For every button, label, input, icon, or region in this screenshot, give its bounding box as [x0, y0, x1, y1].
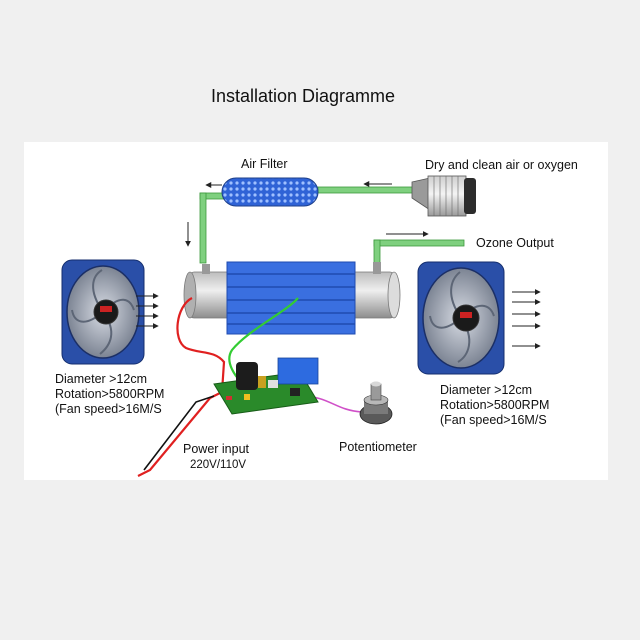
air-source-label: Dry and clean air or oxygen: [425, 158, 578, 172]
spec-line: (Fan speed>16M/S: [440, 413, 547, 427]
left-fan-specs: Diameter >12cm Rotation>5800RPM (Fan spe…: [55, 372, 164, 417]
potentiometer: [359, 381, 393, 425]
wires: [137, 297, 363, 477]
left-fan-airflow-arrows: [136, 293, 159, 329]
spec-line: Diameter >12cm: [440, 383, 533, 397]
air-filter-label: Air Filter: [241, 157, 288, 171]
flow-arrows: [185, 181, 429, 247]
potentiometer-label: Potentiometer: [339, 440, 417, 454]
ozone-tube: [183, 261, 401, 335]
spec-line: (Fan speed>16M/S: [55, 402, 162, 416]
page-title: Installation Diagramme: [210, 86, 396, 106]
spec-line: Diameter >12cm: [55, 372, 148, 386]
pcb: [213, 357, 319, 415]
air-source-connector: [411, 175, 476, 217]
power-input-label: Power input: [183, 442, 250, 456]
ozone-output-label: Ozone Output: [476, 236, 554, 250]
air-filter: [221, 177, 319, 207]
right-fan: [417, 261, 505, 375]
voltage-label: 220V/110V: [190, 459, 247, 471]
left-fan: [61, 259, 145, 365]
spec-line: Rotation>5800RPM: [440, 398, 550, 412]
right-fan-airflow-arrows: [512, 289, 541, 349]
right-fan-specs: Diameter >12cm Rotation>5800RPM (Fan spe…: [440, 383, 549, 428]
spec-line: Rotation>5800RPM: [55, 387, 165, 401]
